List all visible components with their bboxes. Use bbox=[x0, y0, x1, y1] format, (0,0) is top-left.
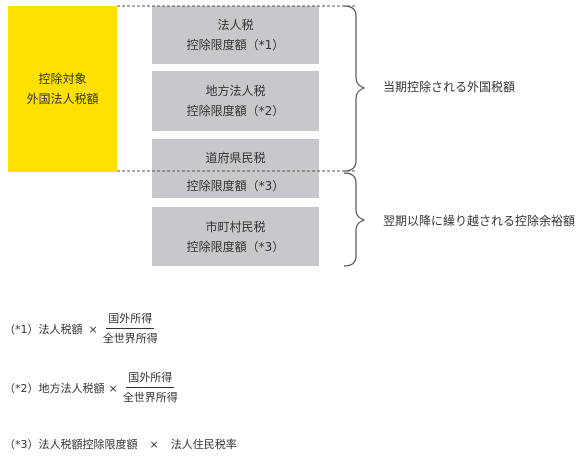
footnote-3: （*3）法人税額控除限度額 × 法人住民税率 bbox=[4, 436, 237, 452]
carryover-credit-label: 翌期以降に繰り越される控除余裕額 bbox=[383, 214, 576, 228]
footnote-2-prefix: （*2）地方法人税額 bbox=[4, 382, 105, 395]
box-title: 市町村民税 bbox=[205, 219, 266, 234]
denominator: 全世界所得 bbox=[102, 332, 158, 345]
footnote-3-prefix: （*3）法人税額控除限度額 bbox=[4, 438, 138, 451]
local-corporate-tax-limit-box: 地方法人税 控除限度額（*2） bbox=[152, 71, 319, 131]
box-title: 地方法人税 bbox=[205, 84, 266, 98]
prefectural-tax-limit-box: 道府県民税 控除限度額（*3） bbox=[152, 139, 319, 198]
multiply-sign: × bbox=[108, 381, 118, 395]
box-subtitle: 控除限度額（*3） bbox=[186, 179, 285, 193]
multiply-sign: × bbox=[149, 437, 159, 451]
numerator: 国外所得 bbox=[106, 312, 155, 329]
footnote-1: （*1）法人税額 × 国外所得 全世界所得 bbox=[4, 312, 160, 346]
corporate-tax-limit-box: 法人税 控除限度額（*1） bbox=[152, 6, 319, 64]
multiply-sign: × bbox=[88, 322, 98, 336]
bracket-carryover bbox=[343, 172, 366, 267]
current-credit-label: 当期控除される外国税額 bbox=[383, 80, 516, 94]
footnote-3-suffix: 法人住民税率 bbox=[170, 438, 237, 451]
denominator: 全世界所得 bbox=[122, 391, 178, 404]
fraction: 国外所得 全世界所得 bbox=[101, 312, 160, 346]
fraction: 国外所得 全世界所得 bbox=[121, 371, 180, 405]
target-foreign-tax-box: 控除対象 外国法人税額 bbox=[8, 6, 117, 172]
target-box-line2: 外国法人税額 bbox=[26, 92, 99, 106]
target-box-line1: 控除対象 bbox=[38, 72, 87, 86]
municipal-tax-limit-box: 市町村民税 控除限度額（*3） bbox=[152, 207, 319, 266]
box-subtitle: 控除限度額（*3） bbox=[186, 239, 285, 254]
numerator: 国外所得 bbox=[126, 371, 175, 388]
footnote-2: （*2）地方法人税額 × 国外所得 全世界所得 bbox=[4, 371, 180, 405]
footnote-1-prefix: （*1）法人税額 bbox=[4, 323, 83, 336]
box-title: 道府県民税 bbox=[205, 151, 266, 165]
box-title: 法人税 bbox=[217, 18, 254, 32]
box-subtitle: 控除限度額（*1） bbox=[186, 38, 285, 52]
bracket-current bbox=[343, 5, 366, 172]
box-subtitle: 控除限度額（*2） bbox=[186, 104, 285, 118]
